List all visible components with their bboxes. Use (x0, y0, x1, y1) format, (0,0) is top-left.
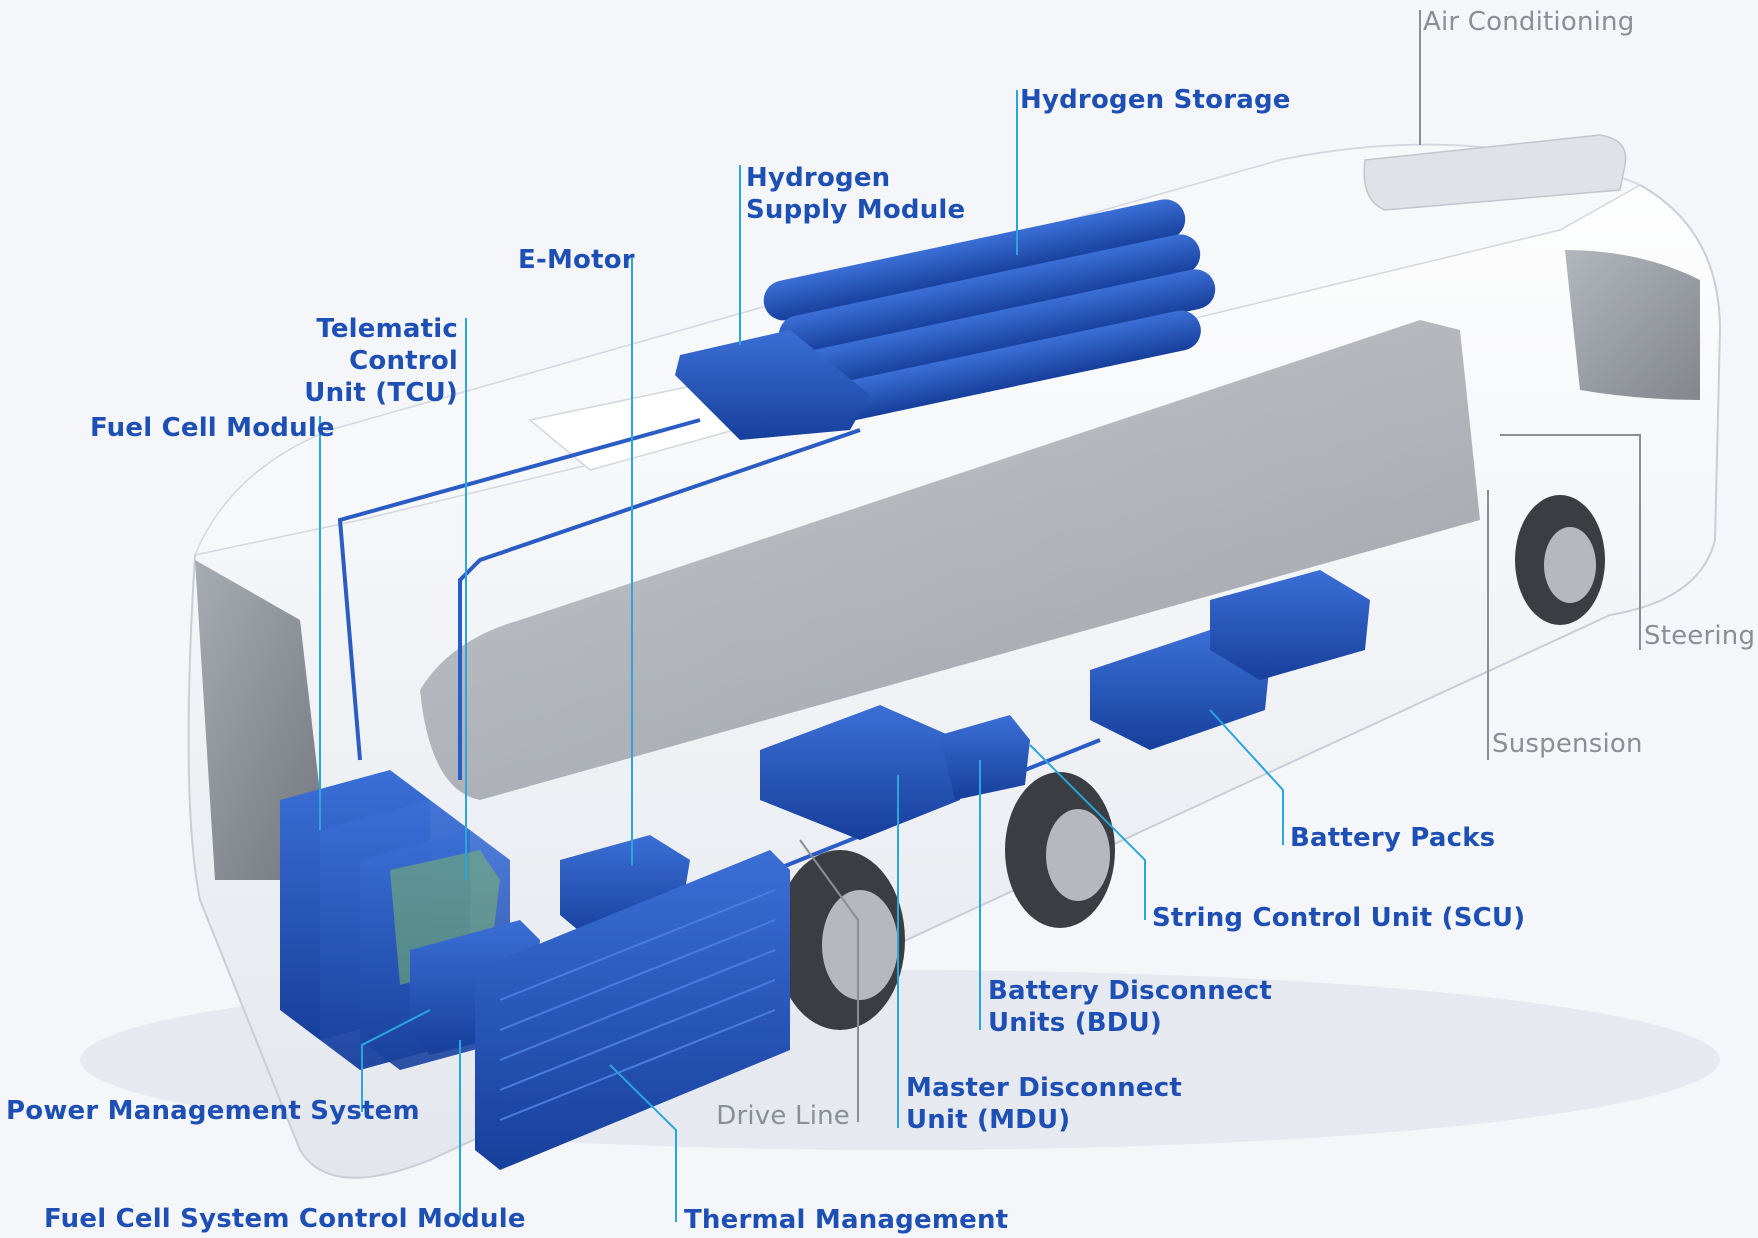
leader-scu (1029, 744, 1146, 920)
label-telematic-control-unit: Telematic Control Unit (TCU) (230, 313, 458, 409)
leader-drive-line (799, 839, 859, 1122)
hydrogen-tanks (763, 199, 1216, 426)
label-hydrogen-supply-line2: Supply Module (746, 195, 966, 225)
label-suspension: Suspension (1492, 729, 1643, 759)
label-mdu-line2: Unit (MDU) (906, 1105, 1071, 1135)
label-string-control-unit: String Control Unit (SCU) (1152, 903, 1526, 933)
master-disconnect-unit (760, 705, 960, 840)
label-fuel-cell-module: Fuel Cell Module (90, 413, 335, 443)
label-power-management-system: Power Management System (6, 1096, 420, 1126)
label-air-conditioning: Air Conditioning (1423, 7, 1635, 37)
label-hydrogen-supply-module: Hydrogen Supply Module (746, 162, 965, 226)
label-e-motor: E-Motor (518, 245, 635, 275)
radiator-fins (499, 889, 776, 1121)
battery-pack-2 (1210, 570, 1370, 680)
battery-disconnect-unit (940, 715, 1030, 800)
leader-steering (1500, 434, 1641, 650)
leader-thermal (609, 1064, 677, 1222)
label-battery-disconnect-units: Battery Disconnect Units (BDU) (988, 975, 1272, 1039)
leader-power-management (361, 1009, 431, 1112)
label-bdu-line2: Units (BDU) (988, 1008, 1162, 1038)
hydrogen-supply-module (675, 330, 870, 440)
label-battery-packs: Battery Packs (1290, 823, 1496, 853)
front-windshield (1565, 250, 1700, 400)
side-windows (420, 320, 1480, 800)
label-hydrogen-supply-line1: Hydrogen (746, 163, 891, 193)
label-master-disconnect-unit: Master Disconnect Unit (MDU) (906, 1072, 1182, 1136)
thermal-radiator (475, 850, 790, 1170)
label-fuel-cell-system-control-module: Fuel Cell System Control Module (44, 1204, 526, 1234)
battery-pack-1 (1090, 630, 1270, 750)
ac-unit (1363, 134, 1627, 211)
label-drive-line: Drive Line (716, 1101, 850, 1131)
leader-battery-packs (1209, 709, 1284, 845)
label-bdu-line1: Battery Disconnect (988, 976, 1273, 1006)
label-thermal-management: Thermal Management (684, 1205, 1009, 1235)
label-tcu-line2: Unit (TCU) (304, 378, 458, 408)
wheels (775, 495, 1605, 1030)
label-hydrogen-storage: Hydrogen Storage (1020, 85, 1291, 115)
label-mdu-line1: Master Disconnect (906, 1073, 1182, 1103)
label-steering: Steering (1644, 621, 1756, 651)
label-tcu-line1: Telematic Control (316, 314, 458, 376)
